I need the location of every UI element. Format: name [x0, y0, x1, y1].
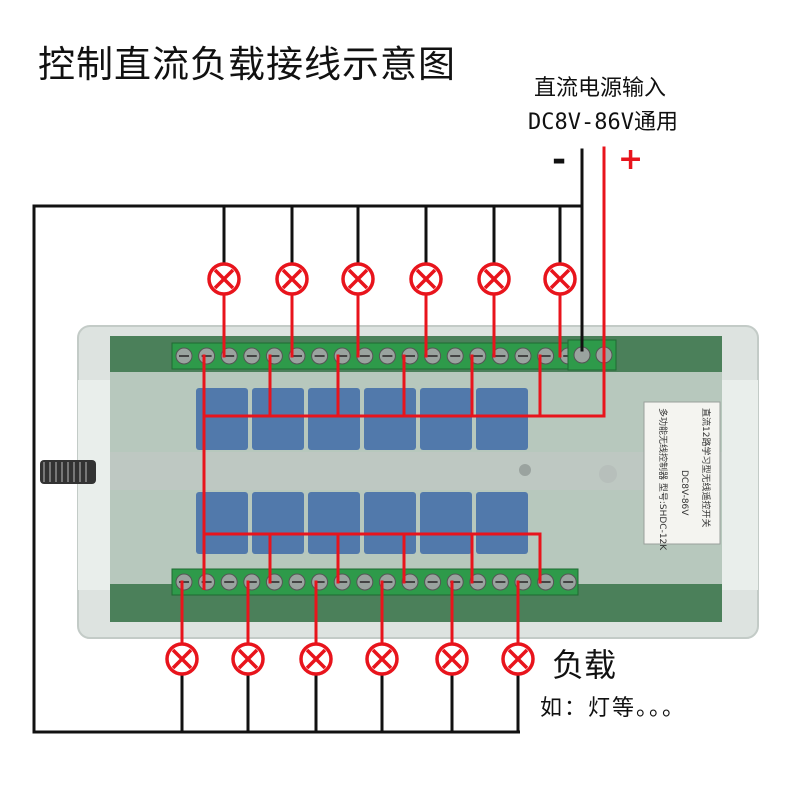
led-indicator: [519, 464, 531, 476]
relay: [308, 492, 360, 554]
case-flange-right: [718, 380, 758, 590]
relay: [476, 492, 528, 554]
relay-bank: [196, 388, 528, 554]
label-plate-text-3: DC8V-86V: [679, 470, 689, 516]
terminal-blocks: [171, 339, 617, 596]
lamp-cross-b: [507, 648, 529, 670]
lamp-x-icon: [435, 642, 469, 676]
load-example-label: 如：灯等。。。: [540, 696, 687, 721]
lamp-cross-b: [305, 648, 327, 670]
label-plate-text-2: 多功能无线控制器 型号:SHDC-12K: [657, 408, 669, 551]
lamp-x-icon: [341, 262, 375, 296]
load-label: 负载: [552, 646, 617, 684]
power-input-label: 直流电源输入: [534, 76, 667, 101]
positive-terminal-label: +: [618, 142, 644, 177]
label-plate-text-1: 直流12路学习型无线遥控开关: [700, 408, 712, 527]
terminal-strip-top: [171, 342, 579, 370]
lamp-cross-b: [281, 268, 303, 290]
lamp-x-icon: [501, 642, 535, 676]
terminal-strip-bottom: [171, 568, 579, 596]
relay: [308, 388, 360, 450]
lamp-cross-b: [213, 268, 235, 290]
lamp-x-icon: [165, 642, 199, 676]
negative-bus-wire: [32, 204, 582, 734]
lamp-x-icon: [543, 262, 577, 296]
page-title: 控制直流负载接线示意图: [38, 43, 456, 86]
relay: [252, 492, 304, 554]
lamp-cross-b: [371, 648, 393, 670]
relay: [364, 492, 416, 554]
lamp-cross-b: [549, 268, 571, 290]
lamp-x-icon: [275, 262, 309, 296]
relay: [196, 492, 248, 554]
lamp-x-icon: [231, 642, 265, 676]
lamp-cross-b: [237, 648, 259, 670]
lamp-x-icon: [477, 262, 511, 296]
lamp-x-icon: [365, 642, 399, 676]
lamp-cross-b: [441, 648, 463, 670]
label-plate: [643, 401, 721, 545]
relay: [364, 388, 416, 450]
antenna-coil-icon: [40, 460, 96, 484]
relay: [476, 388, 528, 450]
relay: [196, 388, 248, 450]
loads: [165, 262, 577, 676]
lamp-cross-b: [483, 268, 505, 290]
cover-band: [110, 452, 722, 490]
lamp-cross-b: [347, 268, 369, 290]
lamp-x-icon: [299, 642, 333, 676]
screw-boss: [599, 465, 617, 483]
wiring: [32, 146, 606, 734]
relay: [252, 388, 304, 450]
lamp-cross-b: [171, 648, 193, 670]
negative-terminal-label: -: [552, 140, 567, 180]
power-voltage-label: DC8V-86V通用: [528, 110, 678, 135]
lamp-cross-b: [415, 268, 437, 290]
controller-board: 直流12路学习型无线遥控开关 多功能无线控制器 型号:SHDC-12K DC8V…: [40, 325, 759, 639]
relay: [420, 388, 472, 450]
lamp-x-icon: [207, 262, 241, 296]
lamp-x-icon: [409, 262, 443, 296]
relay: [420, 492, 472, 554]
